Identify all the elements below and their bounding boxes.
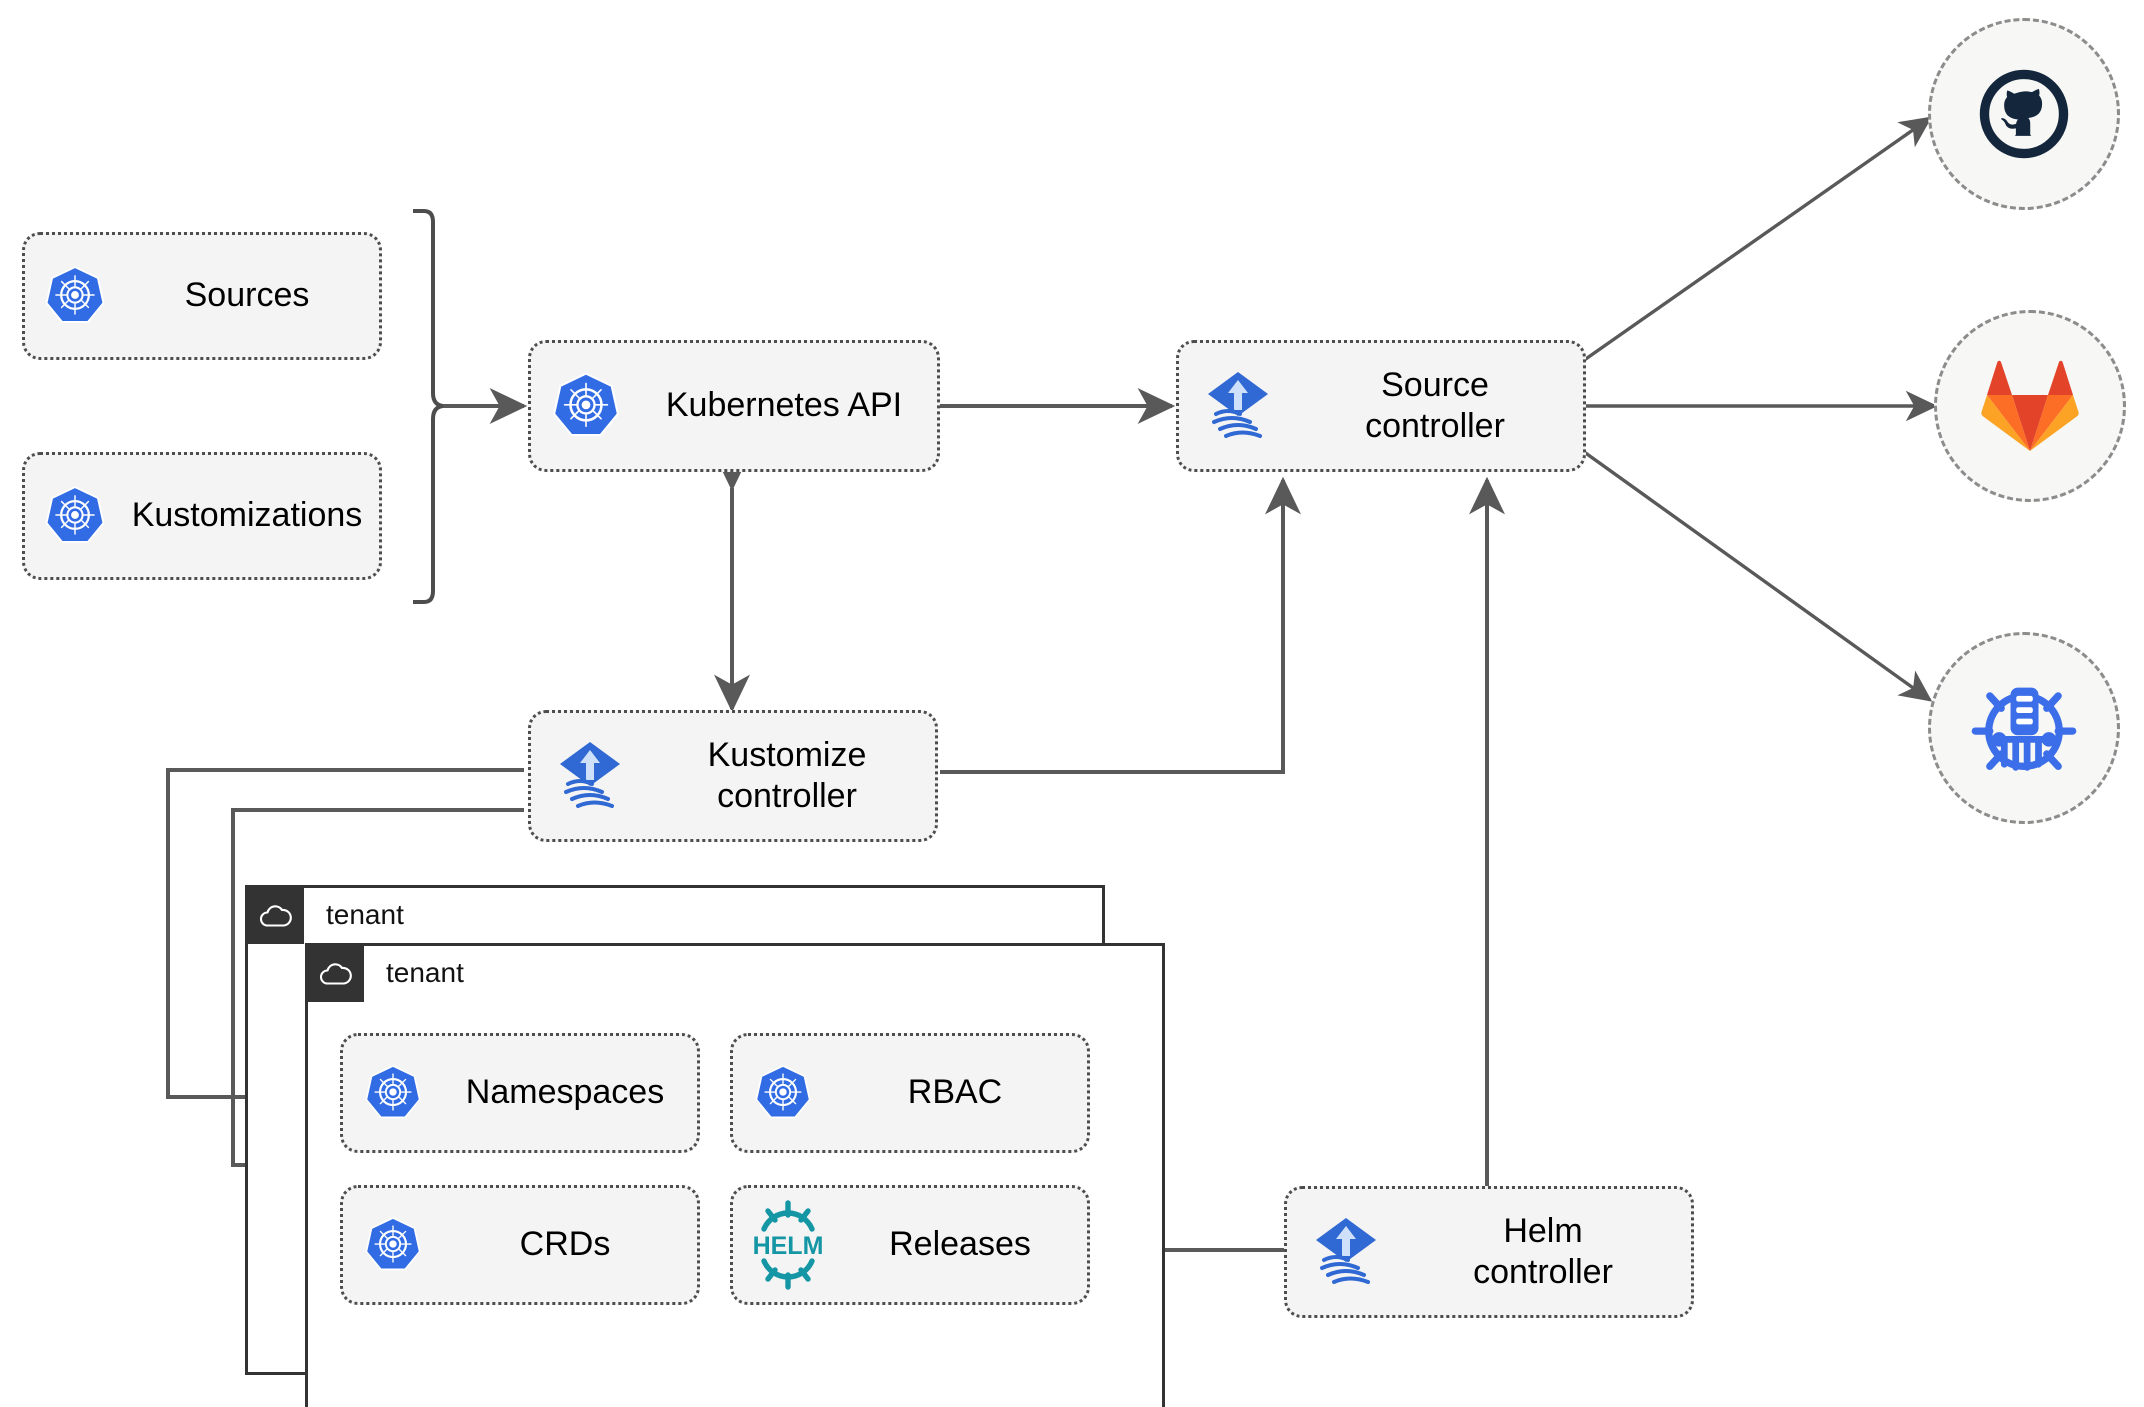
node-label: RBAC: [907, 1073, 1003, 1112]
node-label: Releases: [889, 1225, 1031, 1264]
node-source-controller[interactable]: Source controller: [1176, 340, 1586, 472]
edge-kustomize-to-source: [940, 476, 1301, 774]
node-crds[interactable]: CRDs: [340, 1185, 700, 1305]
helm-icon: HELM: [733, 1199, 843, 1291]
node-label: Helm controller: [1473, 1211, 1613, 1291]
tenant-label-front: tenant: [386, 957, 464, 988]
flux-icon: [1179, 366, 1297, 446]
node-namespaces[interactable]: Namespaces: [340, 1033, 700, 1153]
node-kustomize-controller[interactable]: Kustomize controller: [528, 710, 938, 842]
node-kubernetes-api[interactable]: Kubernetes API: [528, 340, 940, 472]
edge-source-to-oci: [1579, 447, 1933, 702]
node-label: CRDs: [519, 1225, 611, 1264]
cloud-icon: [306, 944, 364, 1002]
helm-wordmark: HELM: [753, 1232, 824, 1260]
node-label: Source controller: [1365, 365, 1505, 445]
edge-source-to-github: [1579, 116, 1933, 365]
kubernetes-icon: [343, 1062, 443, 1124]
kubernetes-icon: [733, 1062, 833, 1124]
tenant-container-front: tenant: [305, 943, 1165, 1407]
oci-registry-icon: [1971, 687, 2077, 771]
flux-icon: [1287, 1212, 1405, 1292]
tenant-header-front: tenant: [306, 944, 464, 1002]
node-helm-controller[interactable]: Helm controller: [1284, 1186, 1694, 1318]
group-bracket: [413, 209, 444, 604]
kubernetes-icon: [343, 1214, 443, 1276]
node-label: Kubernetes API: [665, 386, 903, 425]
node-label: Sources: [184, 276, 310, 315]
flux-icon: [531, 736, 649, 816]
kubernetes-icon: [531, 369, 641, 443]
node-rbac[interactable]: RBAC: [730, 1033, 1090, 1153]
node-label: Kustomizations: [131, 496, 363, 535]
gitlab-icon: [1981, 360, 2079, 451]
kubernetes-icon: [25, 483, 125, 549]
provider-github[interactable]: [1928, 18, 2120, 210]
github-icon: [1979, 69, 2069, 159]
kubernetes-icon: [25, 263, 125, 329]
tenant-label-back: tenant: [326, 899, 404, 930]
tenant-header-back: tenant: [246, 886, 404, 944]
provider-gitlab[interactable]: [1934, 310, 2126, 502]
node-releases[interactable]: HELM Releases: [730, 1185, 1090, 1305]
node-label: Namespaces: [465, 1073, 665, 1112]
node-kustomizations[interactable]: Kustomizations: [22, 452, 382, 580]
node-label: Kustomize controller: [707, 735, 867, 815]
provider-oci-registry[interactable]: [1928, 632, 2120, 824]
cloud-icon: [246, 886, 304, 944]
node-sources[interactable]: Sources: [22, 232, 382, 360]
